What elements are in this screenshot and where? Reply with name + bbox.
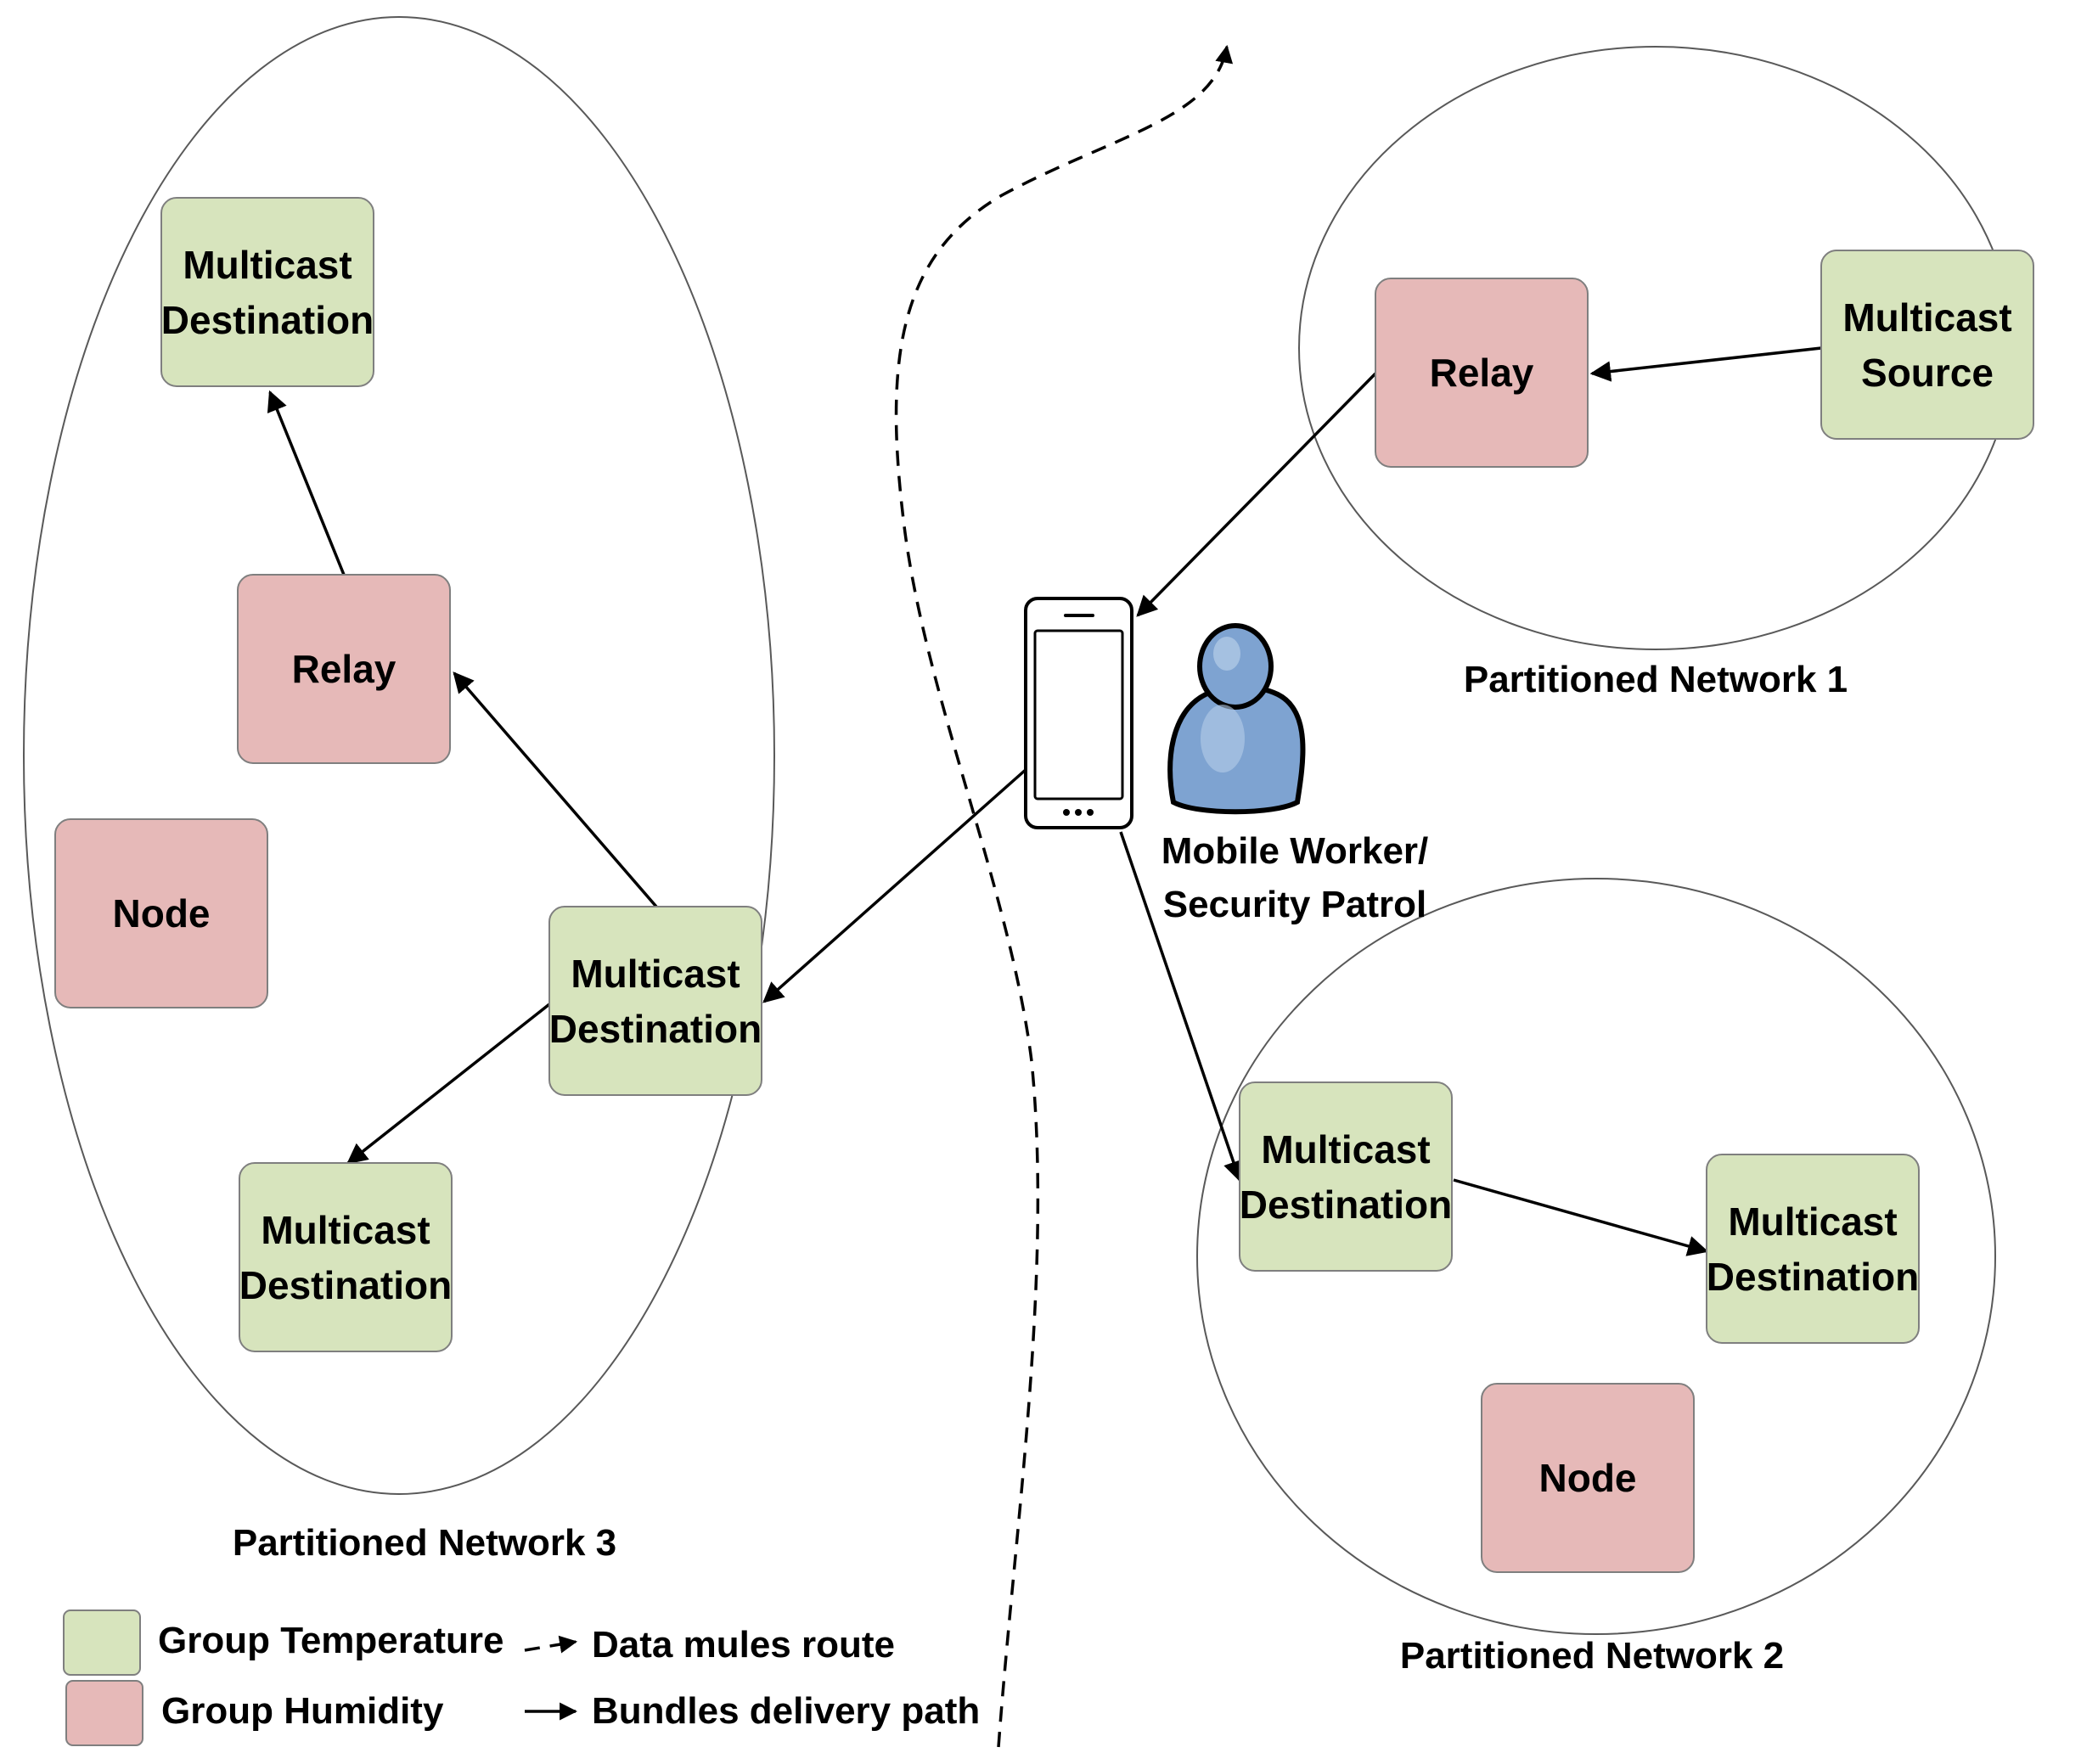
node-n3-multicast-destination-top: Multicast Destination <box>160 197 374 387</box>
node-label-line-2: Destination <box>239 1263 452 1307</box>
node-label-line-2: Destination <box>549 1007 762 1051</box>
node-n3-node: Node <box>54 818 268 1008</box>
node-label-line-1: Multicast <box>571 952 740 996</box>
person-icon <box>1167 623 1306 815</box>
legend-label-temperature: Group Temperature <box>158 1620 503 1661</box>
node-label: Relay <box>292 647 397 691</box>
legend-swatch-humidity <box>65 1680 143 1746</box>
node-label-line-1: Multicast <box>1261 1127 1430 1171</box>
node-label: Relay <box>1430 351 1534 395</box>
node-label-line-1: Multicast <box>1728 1199 1897 1244</box>
node-n3-multicast-destination-bottom: Multicast Destination <box>239 1162 453 1352</box>
network-2-boundary <box>1196 878 1996 1635</box>
data-mules-route <box>894 44 1234 1748</box>
network-1-label: Partitioned Network 1 <box>1464 659 1848 700</box>
edge-n2-dest-left-to-dest-right <box>1453 1178 1709 1256</box>
network-3-label: Partitioned Network 3 <box>233 1522 616 1564</box>
node-n3-multicast-destination-mid: Multicast Destination <box>548 906 762 1096</box>
mobile-worker-label-line-1: Mobile Worker/ <box>1161 830 1429 872</box>
network-3-boundary <box>23 16 775 1495</box>
legend-label-data-mules: Data mules route <box>592 1624 895 1666</box>
edge-n3-dest-mid-to-dest-bottom <box>346 1003 551 1165</box>
node-label-line-2: Destination <box>161 298 374 342</box>
node-label: Node <box>113 891 211 935</box>
legend-label-humidity: Group Humidity <box>161 1690 444 1732</box>
edge-n3-relay-to-dest-top <box>267 390 346 576</box>
legend-dashed-arrow <box>524 1635 578 1654</box>
node-n1-relay: Relay <box>1375 278 1589 468</box>
node-n2-node: Node <box>1481 1383 1695 1573</box>
node-label-line-2: Source <box>1861 351 1994 395</box>
node-label-line-1: Multicast <box>1842 295 2011 340</box>
network-2-label: Partitioned Network 2 <box>1400 1635 1784 1677</box>
node-n3-relay: Relay <box>237 574 451 764</box>
node-n2-multicast-destination-left: Multicast Destination <box>1239 1081 1453 1272</box>
node-label: Node <box>1539 1456 1637 1500</box>
edge-phone-to-n3-dest-mid <box>762 767 1029 1003</box>
edge-phone-to-n2-dest-left <box>1119 831 1244 1183</box>
node-label-line-2: Destination <box>1707 1255 1919 1299</box>
node-n2-multicast-destination-right: Multicast Destination <box>1706 1154 1920 1344</box>
node-n1-multicast-source: Multicast Source <box>1820 250 2034 440</box>
edge-n3-dest-mid-to-relay <box>453 671 658 908</box>
legend: Group Temperature Group Humidity Data mu… <box>63 1610 980 1746</box>
smartphone-icon <box>1024 597 1133 829</box>
edge-source-to-relay-n1 <box>1589 346 1822 382</box>
node-label-line-2: Destination <box>1240 1183 1452 1227</box>
legend-swatch-temperature <box>63 1610 141 1676</box>
node-label-line-1: Multicast <box>261 1208 430 1252</box>
node-label-line-1: Multicast <box>183 243 352 287</box>
legend-label-bundles: Bundles delivery path <box>592 1690 980 1732</box>
mobile-worker-label-line-2: Security Patrol <box>1163 884 1427 925</box>
edge-relay-n1-to-phone <box>1136 372 1377 617</box>
